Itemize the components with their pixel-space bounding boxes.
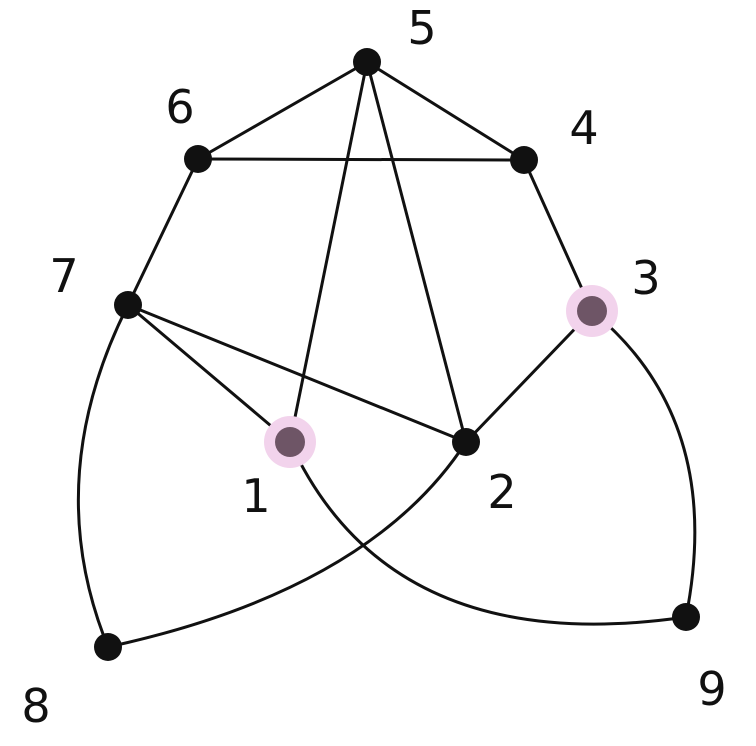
- node-9: [672, 603, 700, 631]
- edges-layer: [76, 60, 697, 649]
- node-4: [510, 146, 538, 174]
- node-2-label: 2: [487, 465, 516, 519]
- edge-7-8: [76, 303, 130, 649]
- node-8: [94, 633, 122, 661]
- node-3-label: 3: [631, 251, 660, 305]
- node-6-label: 6: [165, 80, 194, 134]
- node-1-label: 1: [241, 469, 270, 523]
- node-7-label: 7: [49, 249, 78, 303]
- edge-1-9: [288, 440, 688, 626]
- edge-6-4: [196, 157, 526, 162]
- node-3: [577, 296, 607, 326]
- edge-3-9: [590, 309, 697, 619]
- labels-layer: 1 2 3 4 5 6 7 8 9: [21, 1, 726, 733]
- edge-4-3: [522, 158, 594, 313]
- edge-5-1: [288, 60, 369, 444]
- edge-8-2: [106, 440, 468, 649]
- edge-7-1: [126, 303, 292, 444]
- node-8-label: 8: [21, 679, 50, 733]
- edge-6-7: [126, 157, 200, 307]
- node-5-label: 5: [407, 1, 436, 55]
- edge-5-4: [365, 60, 526, 162]
- node-1: [275, 427, 305, 457]
- node-5: [353, 48, 381, 76]
- edge-5-2: [365, 60, 468, 444]
- edge-7-2: [126, 303, 468, 444]
- node-7: [114, 291, 142, 319]
- edge-3-2: [464, 309, 594, 444]
- node-9-label: 9: [697, 662, 726, 716]
- nodes-layer: [94, 48, 700, 661]
- node-2: [452, 428, 480, 456]
- node-4-label: 4: [569, 101, 598, 155]
- edge-5-6: [196, 60, 369, 161]
- node-6: [184, 145, 212, 173]
